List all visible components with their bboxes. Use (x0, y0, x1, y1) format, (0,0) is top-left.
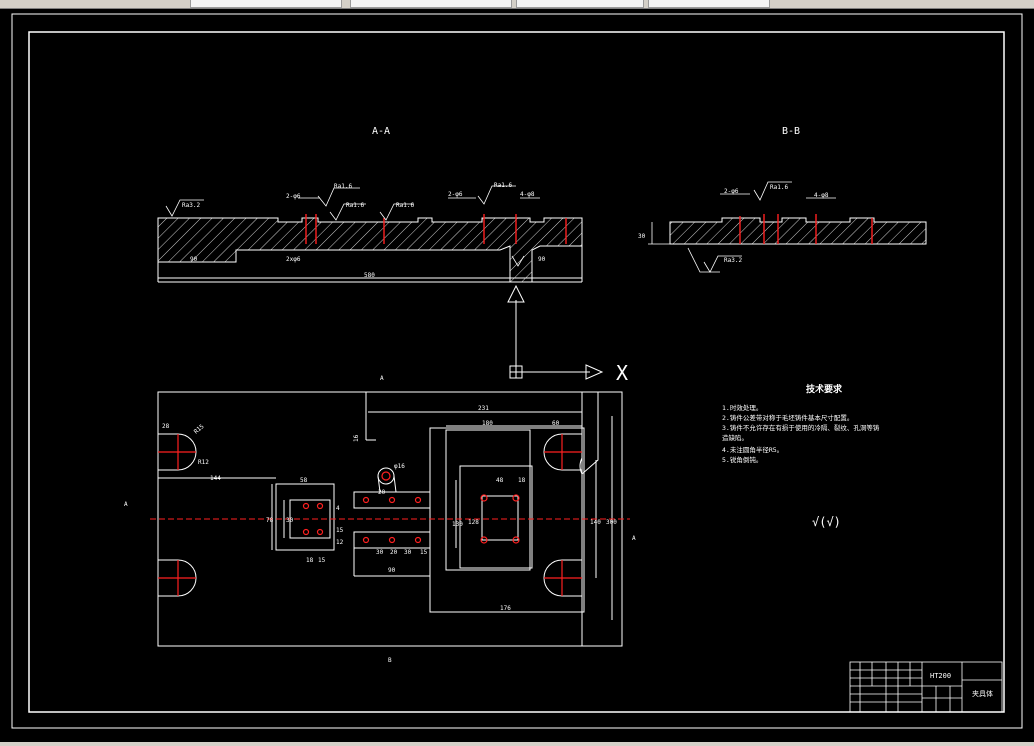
toolbar-segment[interactable] (516, 0, 644, 8)
aa-tol-right: 2-φ6 (448, 191, 463, 198)
toolbar-segment[interactable] (190, 0, 342, 8)
plan-d-48: 48 (496, 477, 504, 484)
notes-title: 技术要求 (806, 383, 843, 395)
drawing-canvas[interactable]: A-A Ra3.2 2-φ6 Ra1.6 Ra1.6 Ra1.6 2-φ6 Ra… (0, 9, 1034, 742)
aa-ra-mid1: Ra1.6 (334, 183, 352, 190)
section-aa-label: A-A (372, 126, 390, 137)
marker-a-left: A (124, 501, 128, 508)
section-bb-annotations (648, 181, 836, 273)
plan-d-slot: 16 (353, 434, 360, 442)
plan-d-128: 128 (468, 519, 479, 526)
bb-h: 30 (638, 233, 646, 240)
aa-d-hole: 2xφ6 (286, 256, 301, 263)
aa-c-right: 4-φ8 (520, 191, 535, 198)
aa-ra-right: Ra1.6 (494, 182, 512, 189)
plan-d-30a: 30 (376, 549, 384, 556)
right-bolt-square (481, 495, 519, 541)
plan-d-60: 60 (552, 420, 560, 427)
note-item: 5.锐角倒钝。 (722, 455, 762, 464)
roughness-symbol: √(√) (812, 515, 841, 529)
section-aa-view (157, 217, 583, 283)
note-item: 4.未注圆角半径R5。 (722, 445, 783, 454)
aa-v-symbol (511, 255, 525, 267)
plan-d-176: 176 (500, 605, 511, 612)
aa-d-total: 580 (364, 272, 375, 279)
section-bb-body (669, 217, 927, 245)
title-block (849, 661, 1003, 713)
plan-d-30: 30 (286, 517, 294, 524)
plan-d-30b: 30 (404, 549, 412, 556)
plan-d-r15: R15 (193, 423, 206, 436)
note-item: 3.铸件不允许存在有损于使用的冷隔、裂纹、孔洞等铸 (722, 423, 880, 432)
section-aa-roughness (165, 185, 540, 221)
toolbar-segment[interactable] (648, 0, 770, 8)
inner-border (28, 31, 1005, 713)
plan-d-15: 15 (318, 557, 326, 564)
plan-d-300: 300 (606, 519, 617, 526)
section-aa-body (157, 217, 583, 283)
note-item: 1.时效处理。 (722, 403, 762, 412)
clamp-pin (377, 467, 395, 485)
left-block (275, 483, 335, 551)
section-bb-dims: Ra1.6 2-φ6 4-φ8 30 Ra3.2 (638, 184, 829, 264)
title-part-name: 夹具体 (972, 689, 993, 698)
plan-d-78: 78 (266, 517, 274, 524)
plan-d-140: 140 (590, 519, 601, 526)
plan-d-r12: R12 (198, 459, 209, 466)
plan-d-18b: 18 (518, 477, 526, 484)
plan-d-20a: 20 (378, 489, 386, 496)
plan-d-phi16: φ16 (394, 463, 405, 470)
plan-d-18: 18 (306, 557, 314, 564)
marker-a-top: A (380, 375, 384, 382)
note-item: 2.铸件公差带对称于毛坯铸件基本尺寸配置。 (722, 413, 853, 422)
bb-tol: 2-φ6 (724, 188, 739, 195)
plan-d-180: 180 (482, 420, 493, 427)
plan-d-130: 130 (452, 521, 463, 528)
title-material: HT200 (930, 672, 951, 680)
plan-d-15c: 15 (336, 527, 344, 534)
drawing-svg: A-A Ra3.2 2-φ6 Ra1.6 Ra1.6 Ra1.6 2-φ6 Ra… (11, 13, 1023, 729)
plan-d-144: 144 (210, 475, 221, 482)
plan-d-231: 231 (478, 405, 489, 412)
aa-ra-mid3: Ra1.6 (396, 202, 414, 209)
plan-outline (158, 391, 599, 475)
rail-bottom (353, 531, 431, 549)
notes-list: 1.时效处理。 2.铸件公差带对称于毛坯铸件基本尺寸配置。 3.铸件不允许存在有… (722, 403, 880, 464)
right-platform-outer (429, 427, 585, 613)
plan-d-90: 90 (388, 567, 396, 574)
plan-d-12: 12 (336, 539, 344, 546)
aa-tol-left: 2-φ6 (286, 193, 301, 200)
section-aa-holes (305, 214, 567, 244)
aa-ra-left: Ra3.2 (182, 202, 200, 209)
axis-x-label: X (616, 361, 628, 385)
plan-d-58: 58 (300, 477, 308, 484)
section-aa-dims: Ra3.2 2-φ6 Ra1.6 Ra1.6 Ra1.6 2-φ6 Ra1.6 … (182, 182, 546, 279)
rail-top (353, 491, 431, 509)
section-bb-holes (739, 214, 873, 244)
ucs-axis-icon (507, 284, 604, 380)
plan-red-holes (158, 434, 582, 596)
aa-d-right: 90 (538, 256, 546, 263)
toolbar-strip (0, 0, 1034, 9)
plan-d-4: 4 (336, 505, 340, 512)
plan-d-28: 28 (162, 423, 170, 430)
plan-dims: 231 180 60 28 R15 R12 144 58 78 30 18 15… (162, 405, 617, 612)
aa-ra-mid2: Ra1.6 (346, 202, 364, 209)
bb-ra-top: Ra1.6 (770, 184, 788, 191)
marker-b-bottom: B (388, 657, 392, 664)
bb-ra-bottom: Ra3.2 (724, 257, 742, 264)
right-platform-mid (445, 429, 531, 571)
outer-border (11, 13, 1023, 729)
section-bb-view (669, 217, 927, 245)
section-bb-label: B-B (782, 126, 800, 137)
marker-a-right: A (632, 535, 636, 542)
plan-d-15b: 15 (420, 549, 428, 556)
plan-d-20b: 20 (390, 549, 398, 556)
plan-view (157, 391, 623, 647)
bb-c: 4-φ8 (814, 192, 829, 199)
aa-d-left: 90 (190, 256, 198, 263)
note-item: 造缺陷。 (722, 433, 748, 442)
toolbar-segment[interactable] (350, 0, 512, 8)
right-platform-inner (459, 465, 533, 569)
